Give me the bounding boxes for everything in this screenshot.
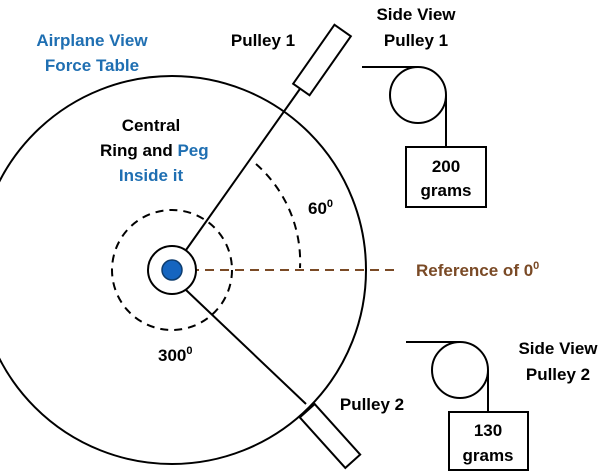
angle-300-label: 3000 [158,345,193,365]
central-label-line2-a: Ring and [100,141,177,160]
force-table-circle [0,75,367,465]
side-view-2-title: Side View [518,339,598,358]
pulley-2-body [298,402,362,470]
side-view-2-subtitle: Pulley 2 [526,365,590,384]
angle-300-degree: 0 [186,345,192,357]
mass-1-value: 200 [432,157,460,176]
side-view-1-title: Side View [376,5,456,24]
reference-degree: 0 [533,260,539,272]
side-view-1-subtitle: Pulley 1 [384,31,448,50]
mass-1-unit: grams [420,181,471,200]
central-label-line3: Inside it [119,166,184,185]
reference-text: Reference of 0 [416,261,533,280]
angle-60-value: 60 [308,199,327,218]
side-view-1-wheel [389,66,447,124]
string-pulley-1 [185,85,303,251]
pulley-2-label: Pulley 2 [340,395,404,414]
mass-1-box [405,146,487,208]
central-peg [161,259,183,281]
mass-2-unit: grams [462,446,513,465]
pulley-1-label: Pulley 1 [231,31,295,50]
airplane-view-subtitle: Force Table [45,56,139,75]
peg-word: Peg [177,141,208,160]
angle-60-label: 600 [308,198,333,218]
mass-2-value: 130 [474,421,502,440]
central-label-line2: Ring and Peg [100,141,209,160]
string-pulley-2 [185,289,307,405]
pulley-1-body [291,23,353,97]
angle-arc-60 [255,163,302,269]
mass-2-box [448,411,529,471]
angle-300-value: 300 [158,346,186,365]
airplane-view-title: Airplane View [36,31,148,50]
angle-60-degree: 0 [327,198,333,210]
inner-dashed-circle [111,209,233,331]
reference-label: Reference of 00 [416,260,539,280]
central-label-line1: Central [122,116,181,135]
side-view-2-wheel [431,341,489,399]
